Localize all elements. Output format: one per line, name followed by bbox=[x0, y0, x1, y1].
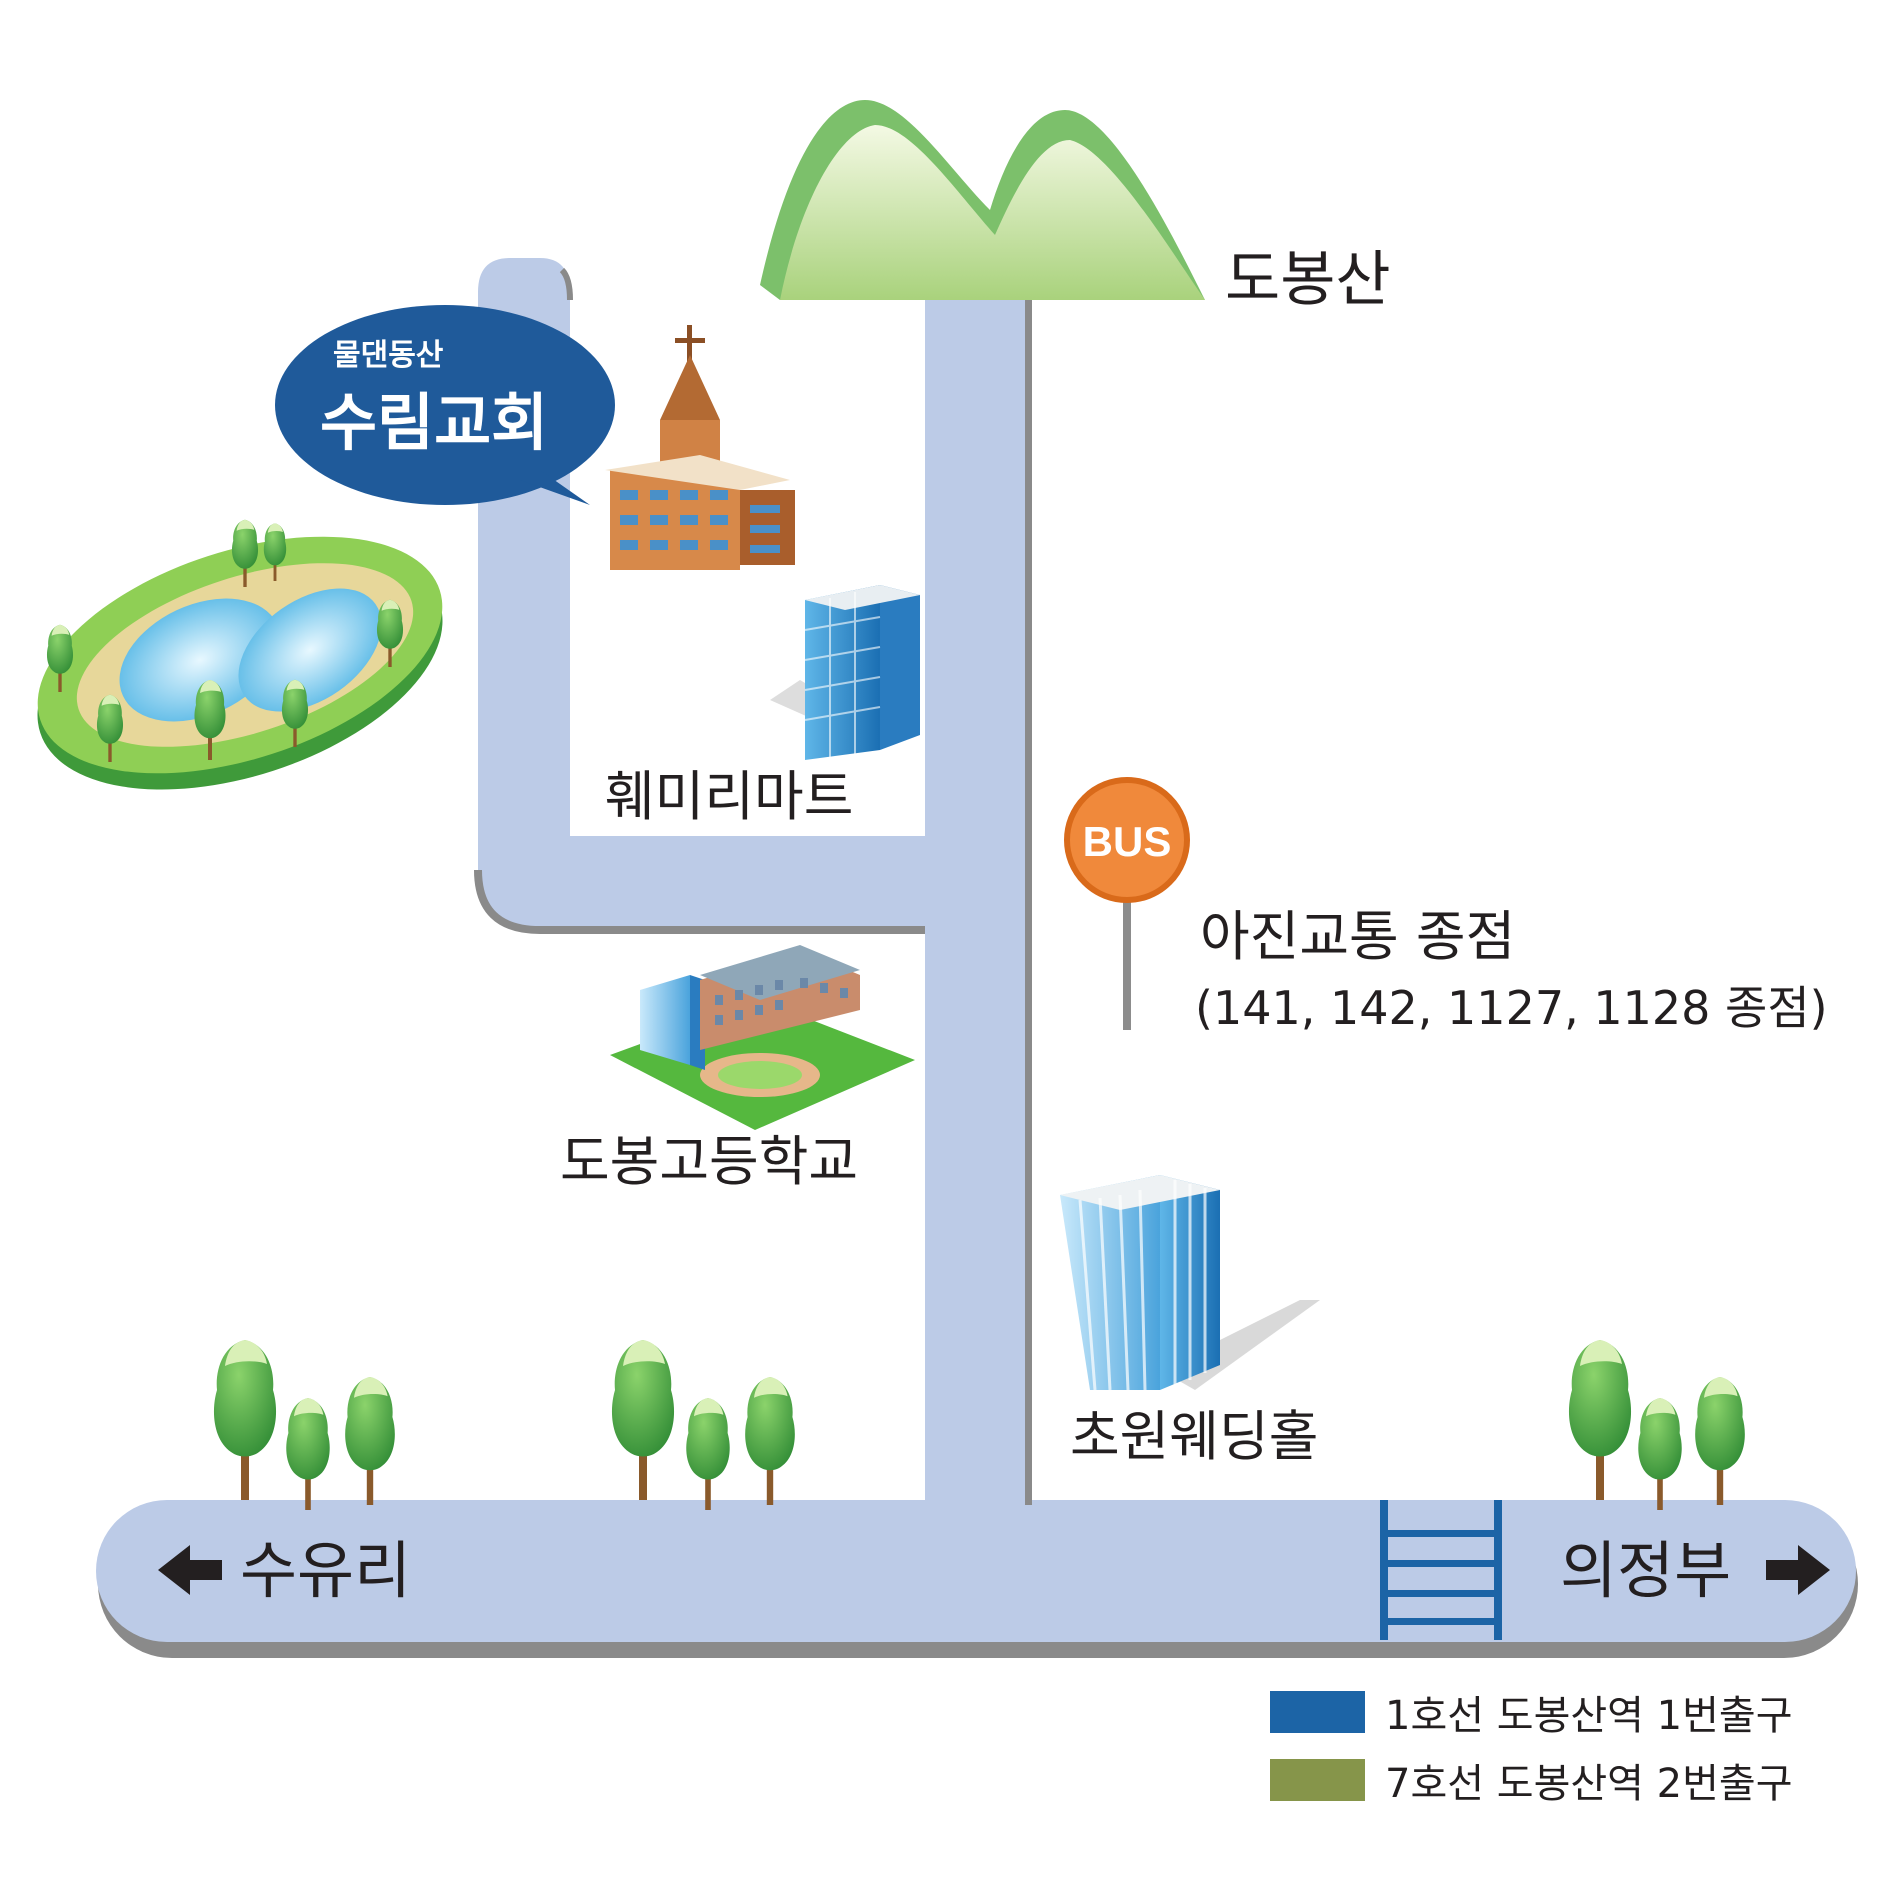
legend-item-line1: 1호선 도봉산역 1번출구 bbox=[1270, 1690, 1793, 1739]
park-icon bbox=[37, 519, 443, 790]
legend-label-line1: 1호선 도봉산역 1번출구 bbox=[1385, 1693, 1793, 1739]
legend-label-line7: 7호선 도봉산역 2번출구 bbox=[1385, 1761, 1793, 1807]
legend-swatch-line1 bbox=[1270, 1691, 1365, 1733]
direction-left-label: 수유리 bbox=[240, 1534, 412, 1607]
church-icon bbox=[605, 325, 795, 570]
direction-right-label: 의정부 bbox=[1560, 1534, 1732, 1607]
vertical-road bbox=[925, 300, 1025, 1505]
mart-label: 훼미리마트 bbox=[605, 765, 854, 828]
wedding-hall-label: 초원웨딩홀 bbox=[1070, 1405, 1319, 1468]
mart-building-icon bbox=[770, 585, 920, 760]
bus-stop-label: 아진교통 종점 bbox=[1200, 905, 1516, 968]
legend-swatch-line7 bbox=[1270, 1759, 1365, 1801]
mountain-icon bbox=[760, 100, 1205, 300]
bus-stop-sign-icon bbox=[1064, 777, 1190, 1030]
legend-item-line7: 7호선 도봉산역 2번출구 bbox=[1270, 1758, 1793, 1807]
school-label: 도봉고등학교 bbox=[560, 1130, 859, 1193]
left-arrow-icon bbox=[158, 1545, 222, 1595]
bus-routes-label: (141, 142, 1127, 1128 종점) bbox=[1195, 981, 1828, 1035]
mountain-label: 도봉산 bbox=[1225, 245, 1391, 315]
right-arrow-icon bbox=[1766, 1545, 1830, 1595]
church-area-label: 물댄동산 bbox=[333, 338, 444, 373]
wedding-hall-building-icon bbox=[1060, 1175, 1320, 1391]
bus-sign-text: BUS bbox=[1082, 818, 1172, 865]
crosswalk-icon bbox=[1380, 1500, 1502, 1640]
school-icon bbox=[610, 945, 915, 1130]
church-bubble bbox=[275, 305, 615, 505]
church-label: 수림교회 bbox=[320, 386, 549, 459]
